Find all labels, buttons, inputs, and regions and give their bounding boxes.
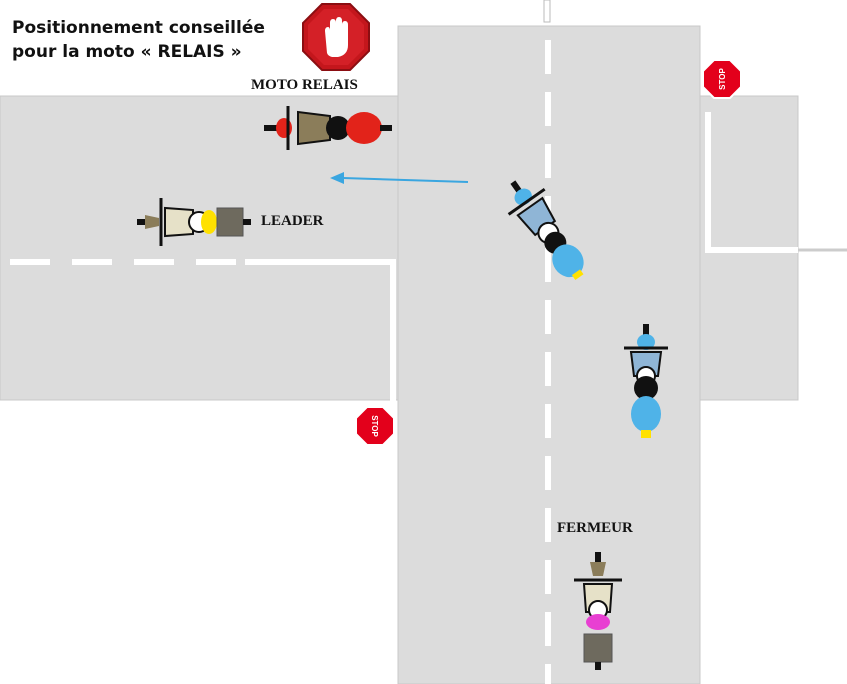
stop-sign-icon: STOP	[355, 406, 395, 446]
motorcycle-icon	[574, 552, 622, 670]
moto-relais-label: MOTO RELAIS	[251, 77, 358, 93]
motorcycle-icon	[507, 180, 584, 281]
stop-sign-icon: STOP	[702, 59, 742, 99]
stop-sign-text: STOP	[718, 68, 727, 90]
fermeur-label: FERMEUR	[557, 520, 633, 536]
diagram-title: Positionnement conseillée pour la moto «…	[12, 16, 265, 64]
motorcycle-icon	[264, 106, 392, 150]
title-line-2: pour la moto « RELAIS »	[12, 42, 242, 62]
motorcycle-icon	[624, 324, 668, 438]
stop-sign-text: STOP	[370, 415, 379, 437]
stop-hand-icon	[302, 3, 370, 71]
direction-arrow-icon	[330, 172, 469, 184]
title-line-1: Positionnement conseillée	[12, 18, 265, 38]
top-marker	[543, 0, 551, 23]
left-corner-line	[245, 259, 396, 405]
leader-label: LEADER	[261, 213, 324, 229]
right-corner-line	[705, 112, 798, 253]
motorcycle-icon	[137, 198, 251, 246]
